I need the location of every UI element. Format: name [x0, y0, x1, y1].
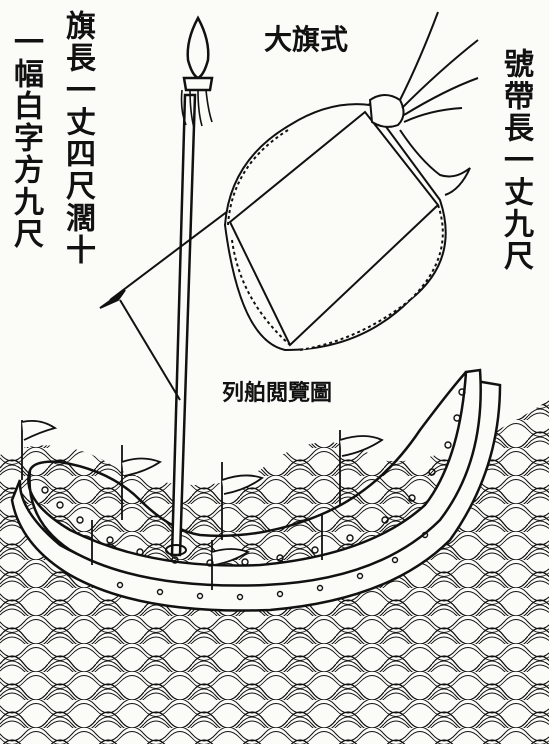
right-inscription-column: 號帶長一丈九尺: [498, 48, 533, 272]
deck-pennants: [21, 419, 384, 590]
streamer-tassels: [368, 11, 479, 196]
main-mast: [165, 15, 214, 557]
ship-hull: [10, 368, 502, 612]
large-banner: [223, 103, 447, 352]
left-inscription-column-1: 旗長一丈四尺濶十: [60, 10, 95, 266]
left-inscription-column-2: 一幅白字方九尺: [8, 26, 43, 250]
banner-title: 大旗式: [264, 23, 349, 56]
ship-caption: 列舶閲覽圖: [222, 380, 333, 406]
